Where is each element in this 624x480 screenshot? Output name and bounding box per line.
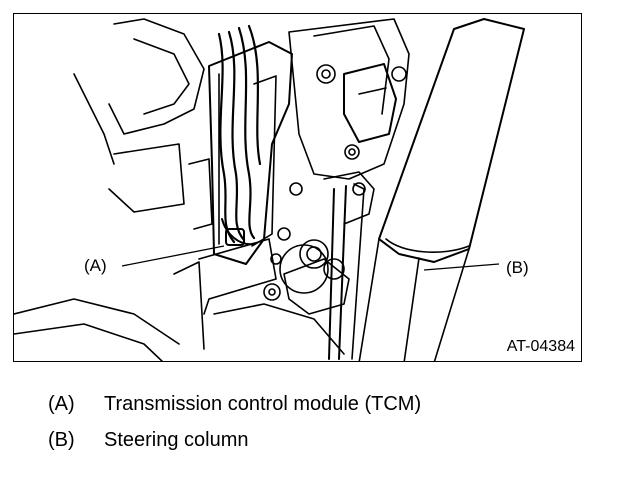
legend-key: (B)	[48, 429, 75, 451]
legend-item-b: (B) Steering column	[48, 430, 249, 450]
figure-panel: (A) (B) AT-04384	[13, 13, 582, 362]
legend-text: Steering column	[104, 429, 249, 451]
legend-text: Transmission control module (TCM)	[104, 393, 422, 415]
legend-item-a: (A) Transmission control module (TCM)	[48, 394, 421, 414]
line-drawing	[14, 18, 525, 361]
figure-id: AT-04384	[506, 338, 575, 355]
leader-line-b	[423, 263, 500, 271]
steering-column	[378, 18, 525, 263]
callout-a: (A)	[84, 256, 107, 275]
callout-b: (B)	[506, 258, 529, 277]
leader-lines	[121, 245, 500, 271]
tcm-module	[208, 41, 293, 265]
leader-line-a	[121, 245, 225, 267]
legend-key: (A)	[48, 393, 75, 415]
